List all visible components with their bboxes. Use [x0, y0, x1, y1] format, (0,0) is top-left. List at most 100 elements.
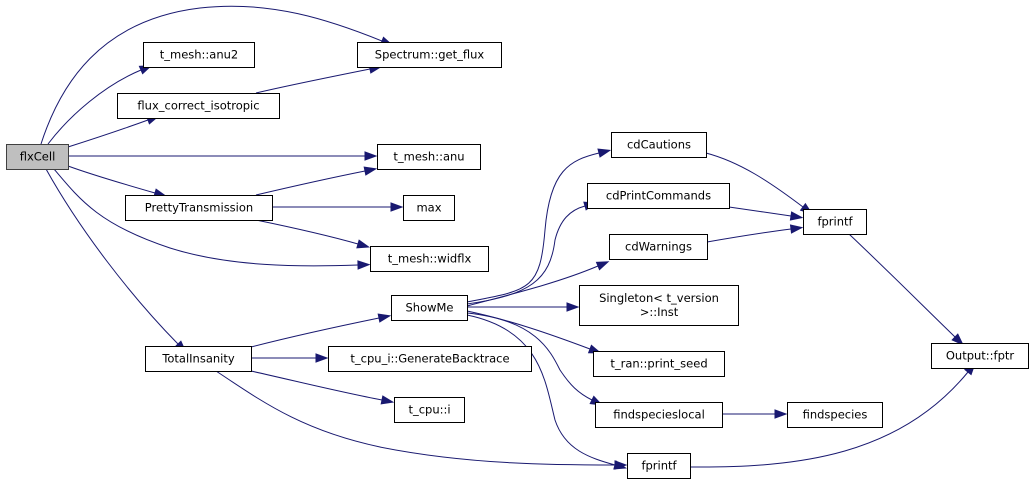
arrowhead-icon — [363, 166, 378, 176]
node-output-fptr[interactable]: Output::fptr — [931, 343, 1029, 369]
edge-line — [67, 119, 149, 148]
node-total-insanity[interactable]: TotalInsanity — [145, 346, 252, 372]
node-findspecieslocal[interactable]: findspecieslocal — [595, 402, 723, 428]
node-max[interactable]: max — [403, 195, 455, 221]
node-findspecies[interactable]: findspecies — [787, 402, 883, 428]
node-box — [117, 93, 280, 119]
arrowhead-icon — [315, 353, 329, 363]
edge-flxCell-to-t-mesh-widflx — [53, 168, 371, 270]
nodes-layer: flxCell t_mesh::anu2 Spectrum::get_fluxflu… — [6, 42, 1029, 479]
edge-line — [466, 314, 616, 466]
node-box — [787, 402, 883, 428]
edge-line — [250, 317, 380, 348]
node-box — [579, 285, 739, 326]
edge-line — [255, 170, 366, 196]
edge-line — [40, 5, 383, 145]
node-label: flxCell — [20, 150, 56, 164]
node-fprintf-1[interactable]: fprintf — [803, 209, 867, 235]
node-show-me[interactable]: ShowMe — [391, 295, 468, 321]
node-flxCell: flxCell — [6, 144, 69, 170]
node-label: t_ran::print_seed — [610, 357, 707, 371]
edge-line — [466, 152, 600, 303]
arrowhead-icon — [613, 460, 627, 470]
node-box — [6, 144, 69, 170]
edge-line — [706, 228, 792, 243]
edge-show-me-to-cd-warnings — [466, 261, 610, 307]
node-label: cdCautions — [627, 138, 691, 152]
node-cd-cautions[interactable]: cdCautions — [611, 132, 707, 158]
edge-line — [728, 206, 792, 217]
node-label: PrettyTransmission — [145, 201, 253, 215]
edge-flxCell-to-pretty-transmission — [67, 165, 168, 198]
node-spectrum-get-flux[interactable]: Spectrum::get_flux — [357, 42, 502, 68]
edge-findspecieslocal-to-findspecies — [722, 409, 788, 419]
edge-show-me-to-fprintf-2 — [466, 314, 627, 470]
node-box — [595, 402, 723, 428]
node-box — [145, 346, 252, 372]
edges-layer — [40, 5, 976, 470]
node-box — [125, 195, 273, 221]
node-label: ShowMe — [405, 301, 453, 315]
edge-line — [53, 168, 359, 267]
node-t-ran-print-seed[interactable]: t_ran::print_seed — [593, 351, 725, 377]
edge-line — [215, 370, 616, 466]
edge-line — [848, 233, 956, 338]
arrowhead-icon — [566, 302, 580, 312]
arrowhead-icon — [380, 395, 395, 405]
edge-line — [67, 165, 156, 194]
edge-line — [47, 69, 142, 145]
node-box — [394, 397, 465, 423]
edge-cd-warnings-to-fprintf-1 — [706, 224, 804, 243]
node-box — [328, 346, 532, 372]
node-label: cdPrintCommands — [606, 189, 711, 203]
node-t-mesh-widflx[interactable]: t_mesh::widflx — [370, 246, 489, 272]
node-pretty-transmission[interactable]: PrettyTransmission — [125, 195, 273, 221]
edge-flxCell-to-flux-correct-isotropic — [67, 115, 160, 148]
node-box — [357, 42, 502, 68]
node-t-mesh-anu2[interactable]: t_mesh::anu2 — [143, 42, 255, 68]
node-box — [627, 453, 691, 479]
node-box — [931, 343, 1029, 369]
node-box — [143, 42, 255, 68]
node-singleton-inst[interactable]: Singleton< t_version>::Inst — [579, 285, 739, 326]
node-box — [403, 195, 455, 221]
arrowhead-icon — [356, 239, 371, 249]
edge-line — [705, 152, 804, 208]
arrowhead-icon — [364, 151, 378, 161]
node-label: findspecies — [803, 408, 868, 422]
arrowhead-icon — [595, 261, 610, 271]
node-label: t_cpu::i — [408, 403, 450, 417]
arrowhead-icon — [597, 148, 612, 158]
node-t-mesh-anu[interactable]: t_mesh::anu — [377, 144, 481, 170]
arrowhead-icon — [789, 211, 804, 221]
edge-line — [466, 310, 591, 350]
edge-pretty-transmission-to-t-mesh-anu — [255, 166, 378, 196]
node-fprintf-2[interactable]: fprintf — [627, 453, 691, 479]
node-label: t_cpu_i::GenerateBacktrace — [350, 352, 509, 366]
node-label: fprintf — [641, 459, 677, 473]
edge-line — [255, 219, 359, 245]
edge-line — [466, 265, 599, 307]
node-t-cpu-i-generate-backtrace[interactable]: t_cpu_i::GenerateBacktrace — [328, 346, 532, 372]
node-box — [587, 183, 730, 209]
node-cd-print-commands[interactable]: cdPrintCommands — [587, 183, 730, 209]
node-flux-correct-isotropic[interactable]: flux_correct_isotropic — [117, 93, 280, 119]
node-box — [377, 144, 481, 170]
edge-show-me-to-singleton-inst — [467, 302, 580, 312]
node-box — [391, 295, 468, 321]
edge-show-me-to-cd-cautions — [466, 148, 612, 303]
node-t-cpu-i[interactable]: t_cpu::i — [394, 397, 465, 423]
edge-flux-correct-isotropic-to-spectrum-get-flux — [255, 64, 383, 94]
node-box — [370, 246, 489, 272]
edge-total-insanity-to-show-me — [250, 313, 392, 348]
node-label: t_mesh::widflx — [388, 252, 472, 266]
node-label: TotalInsanity — [161, 352, 235, 366]
node-label: Singleton< t_version — [599, 291, 719, 305]
node-label: max — [416, 201, 441, 215]
node-cd-warnings[interactable]: cdWarnings — [609, 234, 708, 260]
node-label: fprintf — [817, 215, 853, 229]
edge-line — [689, 371, 969, 468]
node-box — [593, 351, 725, 377]
arrowhead-icon — [789, 224, 804, 234]
